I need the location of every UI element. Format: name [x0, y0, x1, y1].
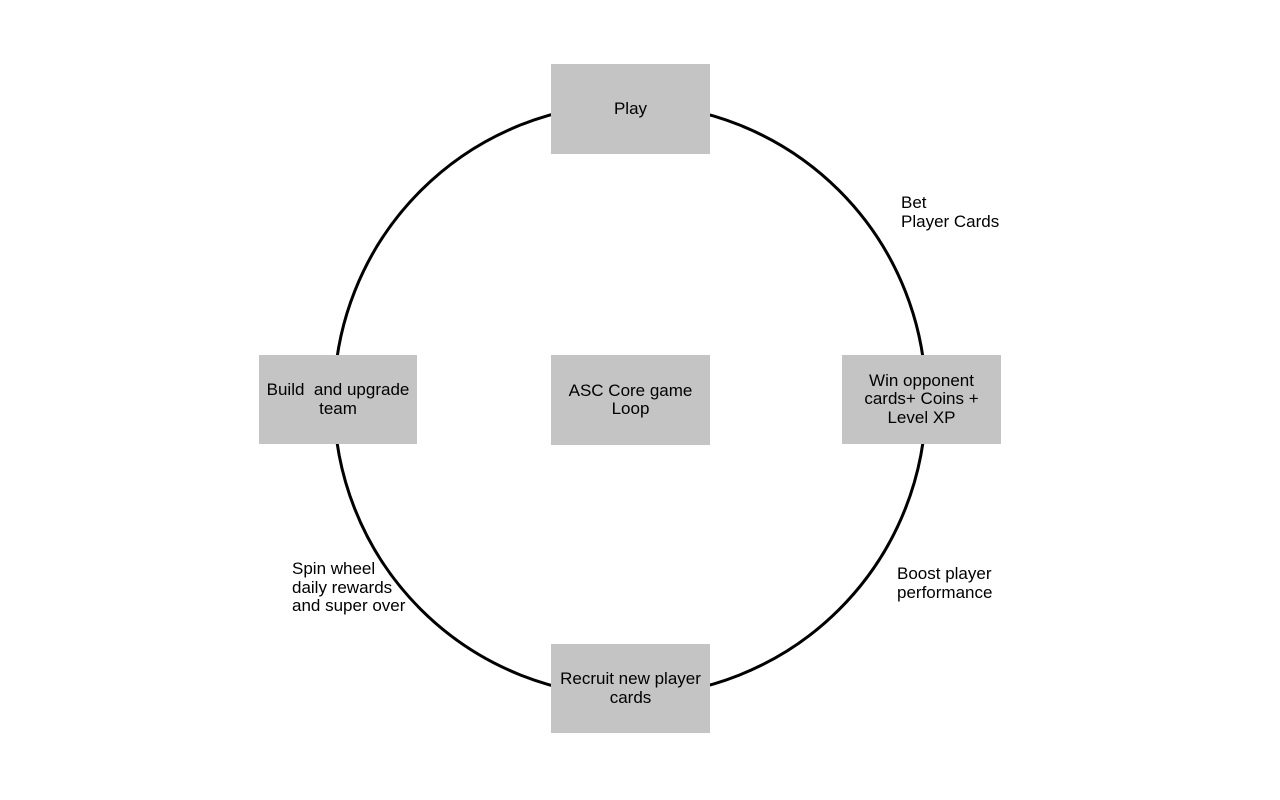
- edge-label-boost-performance: Boost player performance: [897, 564, 993, 602]
- edge-label-bet-player-cards: Bet Player Cards: [901, 193, 1000, 231]
- node-win-rewards: Win opponent cards+ Coins + Level XP: [842, 355, 1001, 444]
- node-recruit-cards: Recruit new player cards: [551, 644, 710, 733]
- node-play-label: Play: [613, 98, 648, 118]
- edge-label-spin-wheel-rewards: Spin wheel daily rewards and super over: [292, 559, 406, 615]
- node-core-game-loop-label: ASC Core game Loop: [568, 380, 693, 418]
- node-build-team: Build and upgrade team: [259, 355, 417, 444]
- node-recruit-cards-label: Recruit new player cards: [560, 669, 701, 707]
- node-core-game-loop: ASC Core game Loop: [551, 355, 710, 445]
- node-build-team-label: Build and upgrade team: [266, 380, 410, 418]
- node-win-rewards-label: Win opponent cards+ Coins + Level XP: [864, 370, 979, 427]
- node-play: Play: [551, 64, 710, 154]
